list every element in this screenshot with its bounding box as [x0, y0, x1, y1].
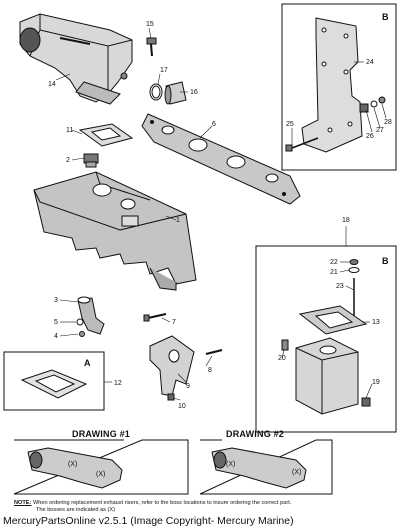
bolt-15 — [146, 37, 157, 57]
drawing-1-box: (X) (X) — [13, 439, 189, 495]
callout-25: 25 — [286, 121, 294, 128]
callout-10: 10 — [178, 403, 186, 410]
callout-14: 14 — [48, 81, 56, 88]
callout-22: 22 — [330, 259, 338, 266]
exhaust-elbow-14 — [19, 13, 133, 105]
callout-24: 24 — [366, 59, 374, 66]
clamp-17 — [149, 83, 163, 101]
callout-11: 11 — [66, 127, 73, 134]
stud-7 — [143, 313, 167, 322]
box-b-top-label: B — [382, 12, 389, 22]
callout-13: 13 — [372, 319, 380, 326]
callout-labels: 1 2 3 4 5 6 7 8 9 10 11 12 13 14 15 16 1… — [48, 12, 392, 410]
exhaust-manifold-1 — [33, 171, 197, 291]
callout-7: 7 — [172, 319, 176, 326]
callout-2: 2 — [66, 157, 70, 164]
callout-27: 27 — [376, 127, 384, 134]
callout-12: 12 — [114, 380, 122, 387]
callout-20: 20 — [278, 355, 286, 362]
washer-5 — [76, 318, 84, 326]
callout-9: 9 — [186, 383, 190, 390]
svg-text:(X): (X) — [226, 461, 235, 468]
callout-21: 21 — [330, 269, 338, 276]
callout-8: 8 — [208, 367, 212, 374]
leader-lines — [55, 27, 387, 401]
fitting-3 — [77, 296, 105, 335]
callout-6: 6 — [212, 121, 216, 128]
callout-15: 15 — [146, 21, 154, 28]
callout-5: 5 — [54, 319, 58, 326]
drawing-1-title: DRAWING #1 — [72, 429, 131, 439]
callout-1: 1 — [176, 217, 180, 224]
callout-16: 16 — [190, 89, 198, 96]
note-label: NOTE: — [14, 500, 32, 506]
callout-17: 17 — [160, 67, 168, 74]
sleeve-16 — [164, 81, 187, 105]
callout-3: 3 — [54, 297, 58, 304]
plug-2 — [83, 153, 99, 168]
svg-text:(X): (X) — [96, 471, 105, 478]
gasket-11 — [78, 123, 134, 147]
callout-4: 4 — [54, 333, 58, 340]
detail-box-b-mid — [255, 245, 397, 433]
drawing-2-box: (X) (X) — [199, 439, 333, 495]
svg-text:(X): (X) — [68, 461, 77, 468]
drawing-2-title: DRAWING #2 — [226, 429, 285, 439]
callout-28: 28 — [384, 119, 392, 126]
note-line-1: When ordering replacement exhaust risers… — [32, 500, 292, 506]
detail-box-a — [3, 351, 105, 411]
detail-box-b-top — [281, 3, 397, 171]
callout-18: 18 — [342, 217, 350, 224]
callout-19: 19 — [372, 379, 380, 386]
box-b-mid-label: B — [382, 256, 389, 266]
gasket-6 — [141, 113, 301, 205]
nut-10 — [167, 393, 175, 401]
note-line-2: The bosses are indicated as (X) — [36, 507, 115, 513]
callout-23: 23 — [336, 283, 344, 290]
box-a-label: A — [84, 358, 91, 368]
clamp-4 — [79, 331, 85, 337]
svg-text:(X): (X) — [292, 469, 301, 476]
ordering-note: NOTE: When ordering replacement exhaust … — [14, 500, 394, 514]
callout-26: 26 — [366, 133, 374, 140]
copyright-footer: MercuryPartsOnline v2.5.1 (Image Copyrig… — [3, 515, 294, 527]
bracket-9 — [149, 335, 195, 397]
stud-8 — [205, 349, 223, 355]
